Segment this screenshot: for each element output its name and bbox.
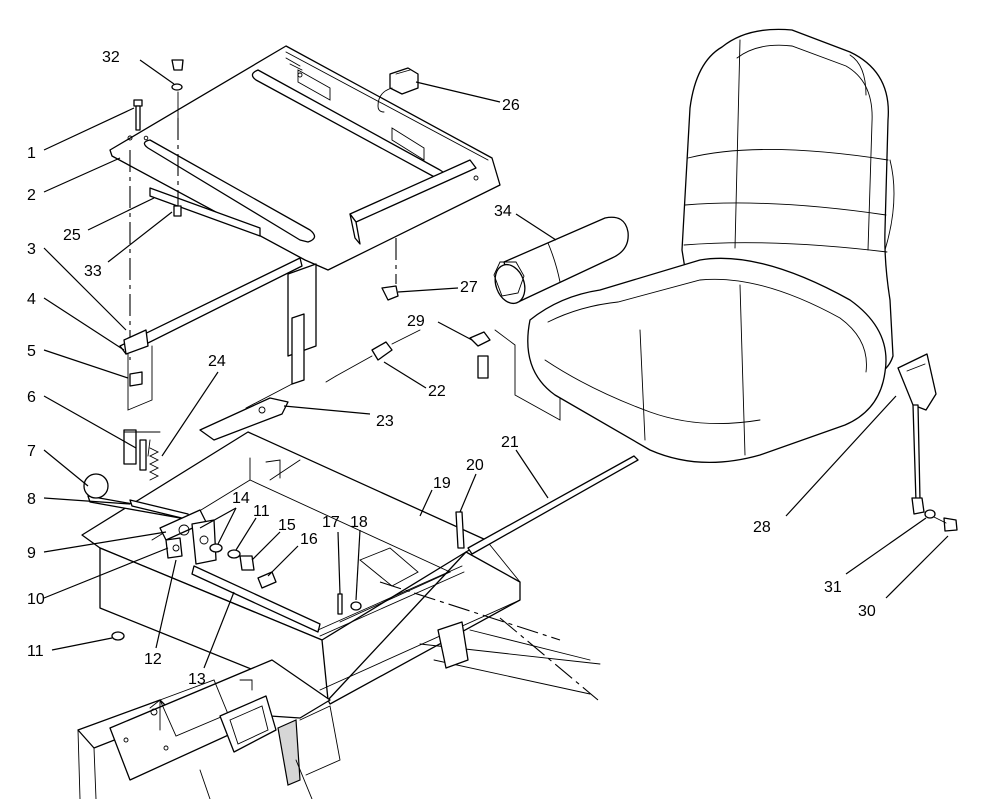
manual-tube <box>493 216 629 305</box>
seat-drawing <box>494 28 895 464</box>
callout-9: 9 <box>27 545 36 562</box>
leader-9 <box>43 531 167 553</box>
leader-16 <box>267 545 299 577</box>
leader-13 <box>203 591 235 669</box>
callout-3: 3 <box>27 241 36 258</box>
leader-20 <box>459 473 477 513</box>
leader-32 <box>139 59 175 85</box>
leader-11a <box>235 517 257 551</box>
callout-12: 12 <box>144 651 162 668</box>
leader-22 <box>383 361 427 389</box>
callout-30: 30 <box>858 603 876 620</box>
leader-27 <box>397 287 459 293</box>
callout-5: 5 <box>27 343 36 360</box>
callout-33: 33 <box>84 263 102 280</box>
callout-29: 29 <box>407 313 425 330</box>
callout-1: 1 <box>27 145 36 162</box>
callout-10: 10 <box>27 591 45 608</box>
leader-1 <box>43 107 135 151</box>
leader-17 <box>337 531 341 595</box>
leader-28 <box>785 395 897 517</box>
seat-belt <box>897 353 958 532</box>
leader-19 <box>419 489 433 517</box>
leader-31 <box>845 517 927 575</box>
callout-25: 25 <box>63 227 81 244</box>
leader-6 <box>43 395 137 449</box>
callout-13: 13 <box>188 671 206 688</box>
seat-mount-plate <box>109 45 501 271</box>
leader-8 <box>43 497 131 505</box>
wire-harness <box>377 67 419 113</box>
callout-labels: 1 2 3 4 5 6 7 8 9 10 11 11 12 13 14 15 1… <box>27 49 876 688</box>
leader-3 <box>43 247 127 331</box>
callout-24: 24 <box>208 353 226 370</box>
callout-8: 8 <box>27 491 36 508</box>
callout-28: 28 <box>753 519 771 536</box>
callout-11b: 11 <box>27 643 44 660</box>
callout-26: 26 <box>502 97 520 114</box>
leader-18 <box>355 529 361 601</box>
callout-2: 2 <box>27 187 36 204</box>
callout-21: 21 <box>501 434 519 451</box>
leader-5 <box>43 349 129 379</box>
callout-27: 27 <box>460 279 478 296</box>
callout-20: 20 <box>466 457 484 474</box>
leader-12 <box>155 559 177 649</box>
spring <box>139 439 160 481</box>
leader-11b <box>51 637 113 651</box>
leader-26 <box>415 81 501 103</box>
leader-10 <box>43 547 169 599</box>
callout-4: 4 <box>27 291 36 308</box>
callout-22: 22 <box>428 383 446 400</box>
leader-24 <box>161 371 219 457</box>
callout-18: 18 <box>350 514 368 531</box>
centerline-frame <box>499 617 599 701</box>
callout-11a: 11 <box>253 503 270 520</box>
leader-14b <box>217 507 237 545</box>
callout-17: 17 <box>322 514 340 531</box>
callout-14: 14 <box>232 490 250 507</box>
cable-clamp <box>469 331 491 379</box>
left-bracket <box>119 257 303 465</box>
leader-23 <box>283 405 371 415</box>
leader-2 <box>43 157 121 193</box>
callout-16: 16 <box>300 531 318 548</box>
leader-34 <box>515 213 557 241</box>
rear-bracket <box>199 263 317 441</box>
leader-lines <box>43 59 949 669</box>
leader-21 <box>515 449 549 499</box>
callout-7: 7 <box>27 443 36 460</box>
callout-19: 19 <box>433 475 451 492</box>
centerline-rail <box>379 581 561 641</box>
leader-29 <box>437 321 473 341</box>
leader-14a <box>199 507 237 529</box>
cable <box>325 329 421 383</box>
tractor-frame <box>77 599 601 799</box>
callout-34: 34 <box>494 203 512 220</box>
callout-31: 31 <box>824 579 842 596</box>
callout-6: 6 <box>27 389 36 406</box>
leader-33 <box>107 211 173 263</box>
leader-25 <box>87 197 155 231</box>
leader-30 <box>885 535 949 599</box>
fasteners-top <box>133 59 399 301</box>
leader-15 <box>251 531 281 561</box>
seat-base-box <box>81 431 639 705</box>
leader-7 <box>43 449 89 487</box>
callout-23: 23 <box>376 413 394 430</box>
leader-4 <box>43 297 125 351</box>
callout-15: 15 <box>278 517 296 534</box>
callout-32: 32 <box>102 49 120 66</box>
